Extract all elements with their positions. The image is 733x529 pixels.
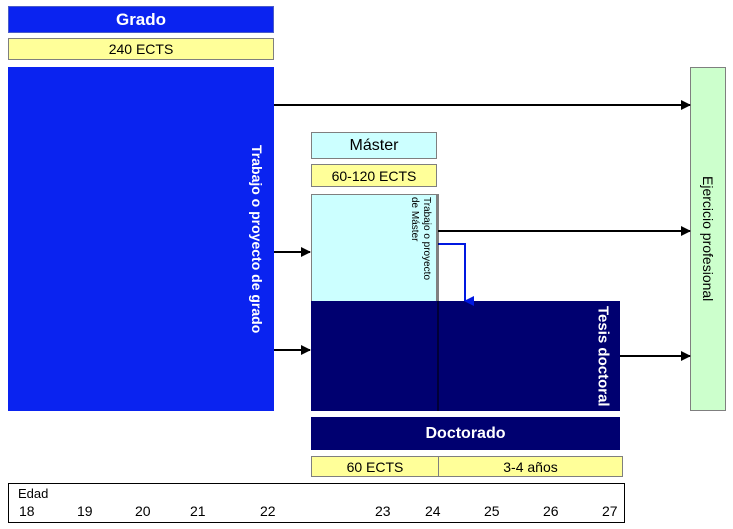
master-ects-box: 60-120 ECTS [311, 164, 437, 187]
tesis-block [311, 301, 620, 411]
age-tick-18: 18 [19, 503, 35, 519]
grado-ects-box: 240 ECTS [8, 38, 274, 60]
grado-block [8, 67, 274, 411]
doctorado-years-box: 3-4 años [438, 456, 623, 477]
tesis-label-wrap: Tesis doctoral [590, 303, 616, 409]
master-project-label-wrap: Trabajo o proyecto de Máster [405, 197, 435, 292]
age-tick-19: 19 [77, 503, 93, 519]
grado-project-label-wrap: Trabajo o proyecto de grado [244, 67, 270, 411]
doctorado-header: Doctorado [311, 417, 620, 450]
grado-ects-label: 240 ECTS [108, 41, 174, 57]
age-tick-24: 24 [425, 503, 441, 519]
doctorado-years-label: 3-4 años [503, 458, 558, 475]
age-tick-23: 23 [375, 503, 391, 519]
master-project-label-line1: Trabajo o proyecto [421, 197, 432, 281]
grado-project-label: Trabajo o proyecto de grado [249, 144, 265, 334]
age-axis-title: Edad [18, 486, 49, 501]
doctorado-ects-box: 60 ECTS [311, 456, 439, 477]
age-tick-21: 21 [190, 503, 206, 519]
ejercicio-block: Ejercicio profesional [690, 67, 726, 411]
age-tick-20: 20 [135, 503, 151, 519]
grado-header: Grado [8, 6, 274, 33]
doctorado-title: Doctorado [425, 424, 506, 442]
master-header: Máster [311, 132, 437, 159]
age-axis-box: Edad 18 19 20 21 22 23 24 25 26 27 [8, 483, 625, 523]
tesis-label: Tesis doctoral [594, 305, 612, 407]
master-block [311, 194, 437, 302]
arrow-master-to-tesis [438, 243, 474, 306]
master-project-label-line2: de Máster [409, 197, 420, 242]
age-tick-27: 27 [602, 503, 618, 519]
age-tick-25: 25 [484, 503, 500, 519]
master-ects-label: 60-120 ECTS [331, 167, 417, 184]
grado-title: Grado [115, 9, 167, 29]
master-title: Máster [349, 136, 399, 154]
doctorado-ects-label: 60 ECTS [346, 458, 404, 475]
ejercicio-label: Ejercicio profesional [700, 176, 716, 302]
age-tick-22: 22 [260, 503, 276, 519]
age-tick-26: 26 [543, 503, 559, 519]
